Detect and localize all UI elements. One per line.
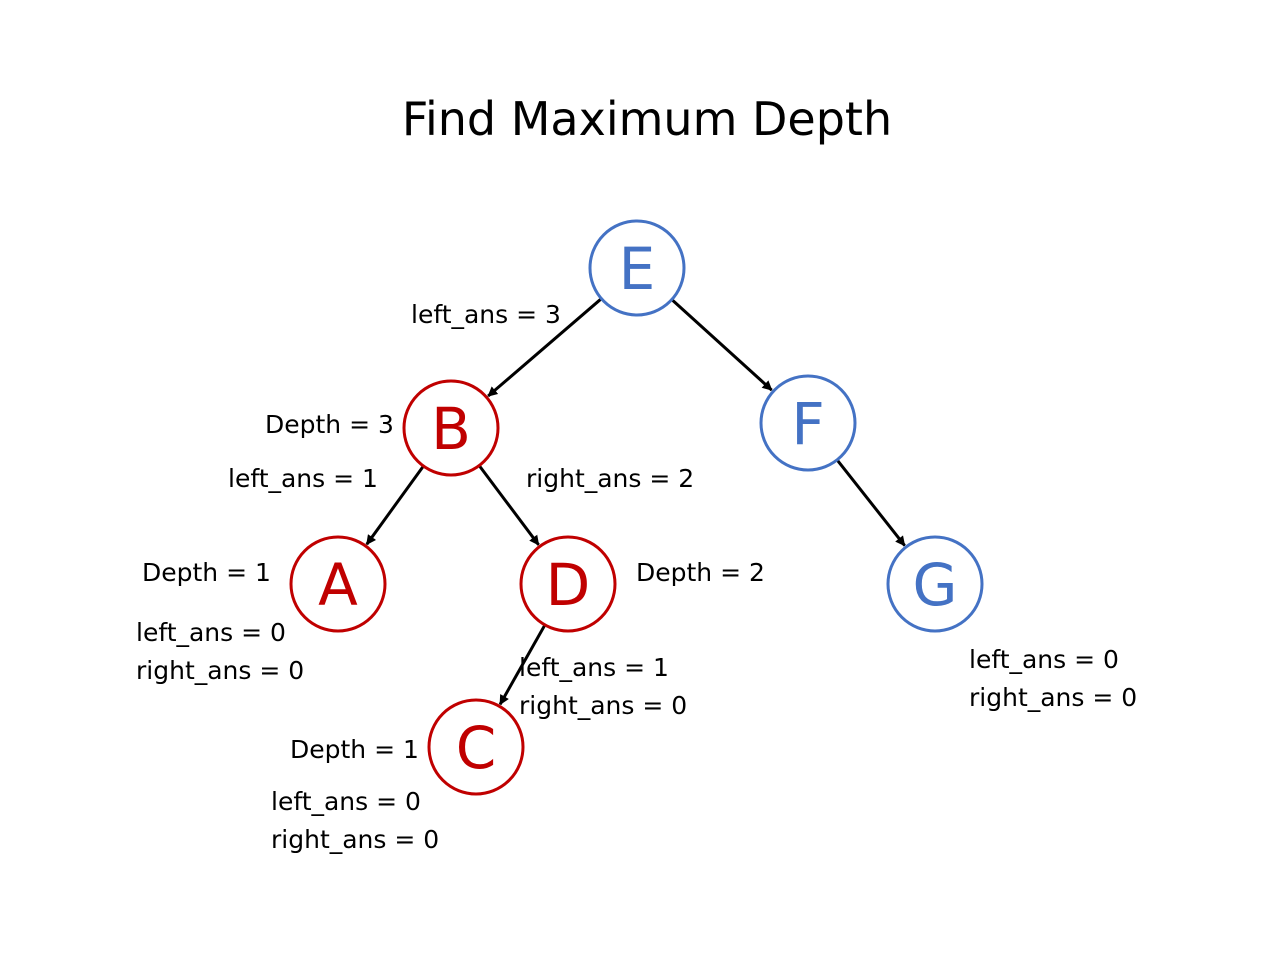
- node-g-circle: [886, 535, 984, 633]
- node-b-circle: [402, 379, 500, 477]
- node-a: A: [289, 535, 387, 633]
- annotations: left_ans = 3 Depth = 3 left_ans = 1 righ…: [136, 300, 1137, 854]
- node-a-circle: [289, 535, 387, 633]
- node-e: E: [588, 219, 686, 317]
- a-right-ans-label: right_ans = 0: [136, 656, 304, 685]
- node-d-letter: D: [546, 551, 591, 619]
- node-g-letter: G: [913, 551, 958, 619]
- e-left-ans-label: left_ans = 3: [411, 300, 561, 329]
- node-d: D: [519, 535, 617, 633]
- d-left-ans-label: left_ans = 1: [519, 653, 669, 682]
- node-f-letter: F: [791, 390, 824, 458]
- node-g: G: [886, 535, 984, 633]
- a-depth-label: Depth = 1: [142, 558, 271, 587]
- edge-d-c: [498, 625, 546, 706]
- page-title: Find Maximum Depth: [402, 92, 892, 146]
- node-c-letter: C: [456, 714, 497, 782]
- node-a-letter: A: [318, 551, 358, 619]
- edge-b-a: [365, 465, 425, 546]
- node-e-letter: E: [619, 235, 656, 303]
- node-b: B: [402, 379, 500, 477]
- c-depth-label: Depth = 1: [290, 735, 419, 764]
- node-f-circle: [759, 374, 857, 472]
- b-right-ans-label: right_ans = 2: [526, 464, 694, 493]
- a-left-ans-label: left_ans = 0: [136, 618, 286, 647]
- edges: [365, 298, 906, 706]
- c-left-ans-label: left_ans = 0: [271, 787, 421, 816]
- node-d-circle: [519, 535, 617, 633]
- node-c: C: [427, 698, 525, 796]
- g-right-ans-label: right_ans = 0: [969, 683, 1137, 712]
- edge-b-d: [478, 465, 540, 546]
- d-right-ans-label: right_ans = 0: [519, 691, 687, 720]
- d-depth-label: Depth = 2: [636, 558, 765, 587]
- edge-e-b: [487, 298, 602, 398]
- g-left-ans-label: left_ans = 0: [969, 645, 1119, 674]
- node-b-letter: B: [431, 395, 471, 463]
- node-c-circle: [427, 698, 525, 796]
- node-f: F: [759, 374, 857, 472]
- edge-e-f: [671, 299, 773, 392]
- c-right-ans-label: right_ans = 0: [271, 825, 439, 854]
- b-left-ans-label: left_ans = 1: [228, 464, 378, 493]
- edge-f-g: [836, 459, 906, 547]
- nodes: E B F A D G C: [289, 219, 984, 796]
- b-depth-label: Depth = 3: [265, 410, 394, 439]
- node-e-circle: [588, 219, 686, 317]
